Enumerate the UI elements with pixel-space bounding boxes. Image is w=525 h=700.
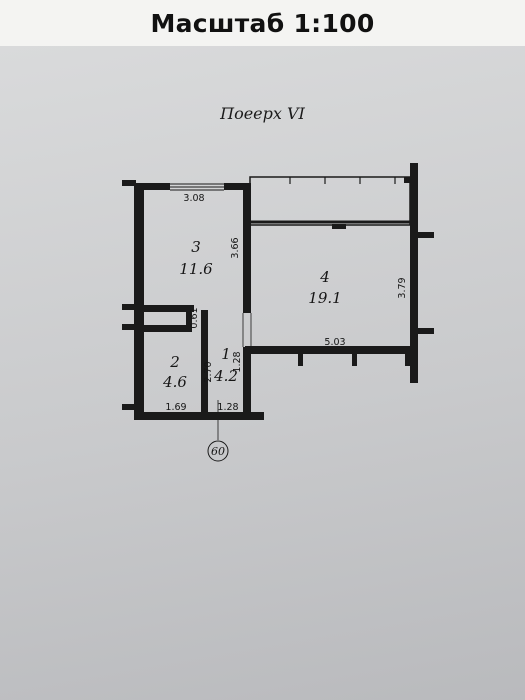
wall-stub (122, 304, 136, 310)
dim-bottom-left: 1.69 (165, 402, 186, 413)
scale-title: Масштаб 1:100 (150, 8, 375, 38)
axis-marker-label: 60 (211, 445, 225, 458)
axis-marker-circle (207, 440, 229, 462)
wall-stub (122, 180, 136, 186)
balcony (249, 176, 411, 226)
room-2-area: 4.6 (162, 373, 187, 391)
wall-bottom (134, 412, 264, 420)
wall-stub (418, 328, 434, 334)
room-1-area: 4.2 (213, 367, 238, 385)
wall-stub (298, 354, 303, 366)
wall-stub (418, 232, 434, 238)
balcony-outline (249, 176, 411, 226)
dim-room3-height: 3.66 (230, 237, 241, 258)
dim-top-left-width: 3.08 (183, 193, 204, 204)
wall-right-lower (243, 347, 251, 415)
wall-stub (122, 404, 136, 410)
wall-top-right (224, 183, 250, 190)
wall-stub (404, 177, 418, 183)
wall-stub (405, 354, 410, 366)
wall-room4-bottom (245, 346, 415, 354)
wall-stub (122, 324, 136, 330)
wall-corridor-top (144, 305, 194, 312)
wall-2-1 (201, 310, 208, 412)
room-2-number: 2 (169, 353, 180, 371)
wall-corridor-end (186, 305, 192, 332)
walls (122, 163, 434, 420)
dim-bottom-right: 1.28 (217, 402, 238, 413)
plan-sheet (0, 46, 525, 700)
wall-room4-right (410, 163, 418, 383)
room-3-area: 11.6 (179, 260, 213, 278)
door-marks (217, 313, 252, 440)
dim-room4-width: 5.03 (324, 337, 345, 348)
dim-room4-height: 3.79 (397, 277, 408, 298)
wall-left (134, 183, 144, 415)
dim-room2-height: 2.70 (203, 361, 214, 382)
floor-title: Поеерх VI (220, 104, 305, 123)
room-1-number: 1 (221, 345, 231, 363)
wall-3-4 (243, 183, 251, 313)
wall-stub (352, 354, 357, 366)
dim-corridor: 0.61 (189, 307, 200, 328)
wall-top-left (134, 183, 170, 190)
header-bar: Масштаб 1:100 (0, 0, 525, 48)
room-3-number: 3 (191, 238, 201, 256)
window-room3 (170, 183, 224, 191)
room-4-area: 19.1 (308, 289, 341, 307)
wall-corridor-bottom (144, 325, 192, 332)
dim-room1-small: 1.28 (232, 351, 243, 372)
wall-stub (332, 224, 346, 229)
room-4-number: 4 (319, 268, 330, 286)
